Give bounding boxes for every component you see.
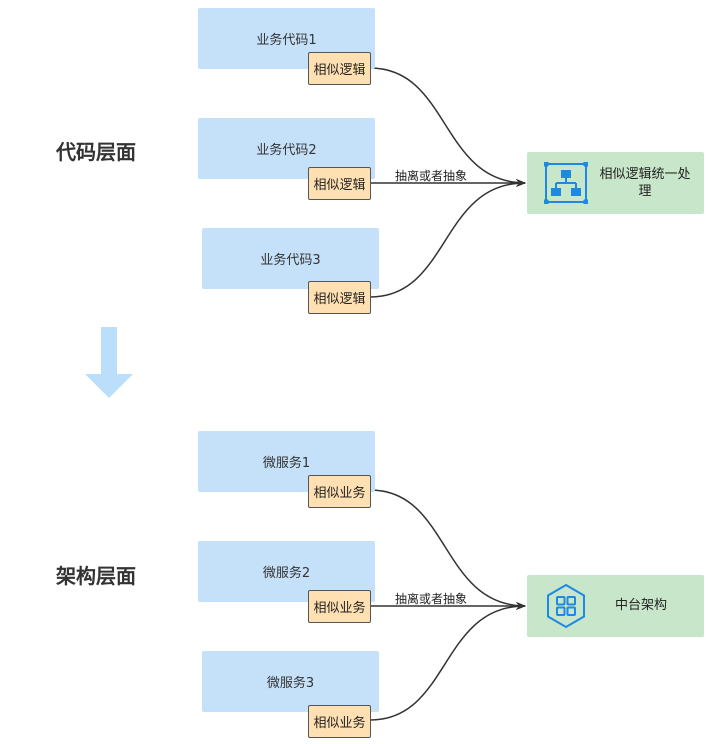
code-tag-2: 相似逻辑 bbox=[308, 167, 371, 200]
arch-target-label: 中台架构 bbox=[614, 598, 667, 613]
arch-tag-1: 相似业务 bbox=[308, 475, 371, 508]
section-title-code: 代码层面 bbox=[56, 140, 136, 164]
code-tag-3: 相似逻辑 bbox=[308, 281, 371, 314]
code-item-1-label: 业务代码1 bbox=[256, 33, 317, 48]
arch-target: 中台架构 bbox=[527, 575, 704, 637]
edge-arch-3 bbox=[369, 602, 526, 721]
arch-tag-3: 相似业务 bbox=[308, 705, 371, 738]
arch-item-3: 微服务3 bbox=[202, 651, 379, 712]
code-item-3-label: 业务代码3 bbox=[260, 253, 321, 268]
code-edge-label: 抽离或者抽象 bbox=[395, 169, 468, 183]
code-item-3: 业务代码3 bbox=[202, 228, 379, 289]
code-target-label: 相似逻辑统一处理 bbox=[599, 167, 691, 199]
arch-item-1-label: 微服务1 bbox=[262, 456, 311, 471]
edge-code-3 bbox=[369, 179, 526, 298]
code-tag-1: 相似逻辑 bbox=[308, 52, 371, 85]
code-item-2-label: 业务代码2 bbox=[256, 143, 317, 158]
arch-item-3-label: 微服务3 bbox=[266, 676, 315, 691]
arch-item-2-label: 微服务2 bbox=[262, 566, 311, 581]
hex-grid-icon bbox=[547, 583, 585, 629]
code-target: 相似逻辑统一处理 bbox=[527, 152, 704, 214]
edge-arch-1 bbox=[369, 489, 526, 610]
section-title-arch: 架构层面 bbox=[56, 564, 136, 588]
arch-tag-2: 相似业务 bbox=[308, 590, 371, 623]
hierarchy-icon bbox=[544, 162, 588, 204]
edge-code-1 bbox=[369, 67, 526, 187]
arch-edge-label: 抽离或者抽象 bbox=[395, 592, 468, 606]
down-arrow bbox=[85, 327, 133, 398]
